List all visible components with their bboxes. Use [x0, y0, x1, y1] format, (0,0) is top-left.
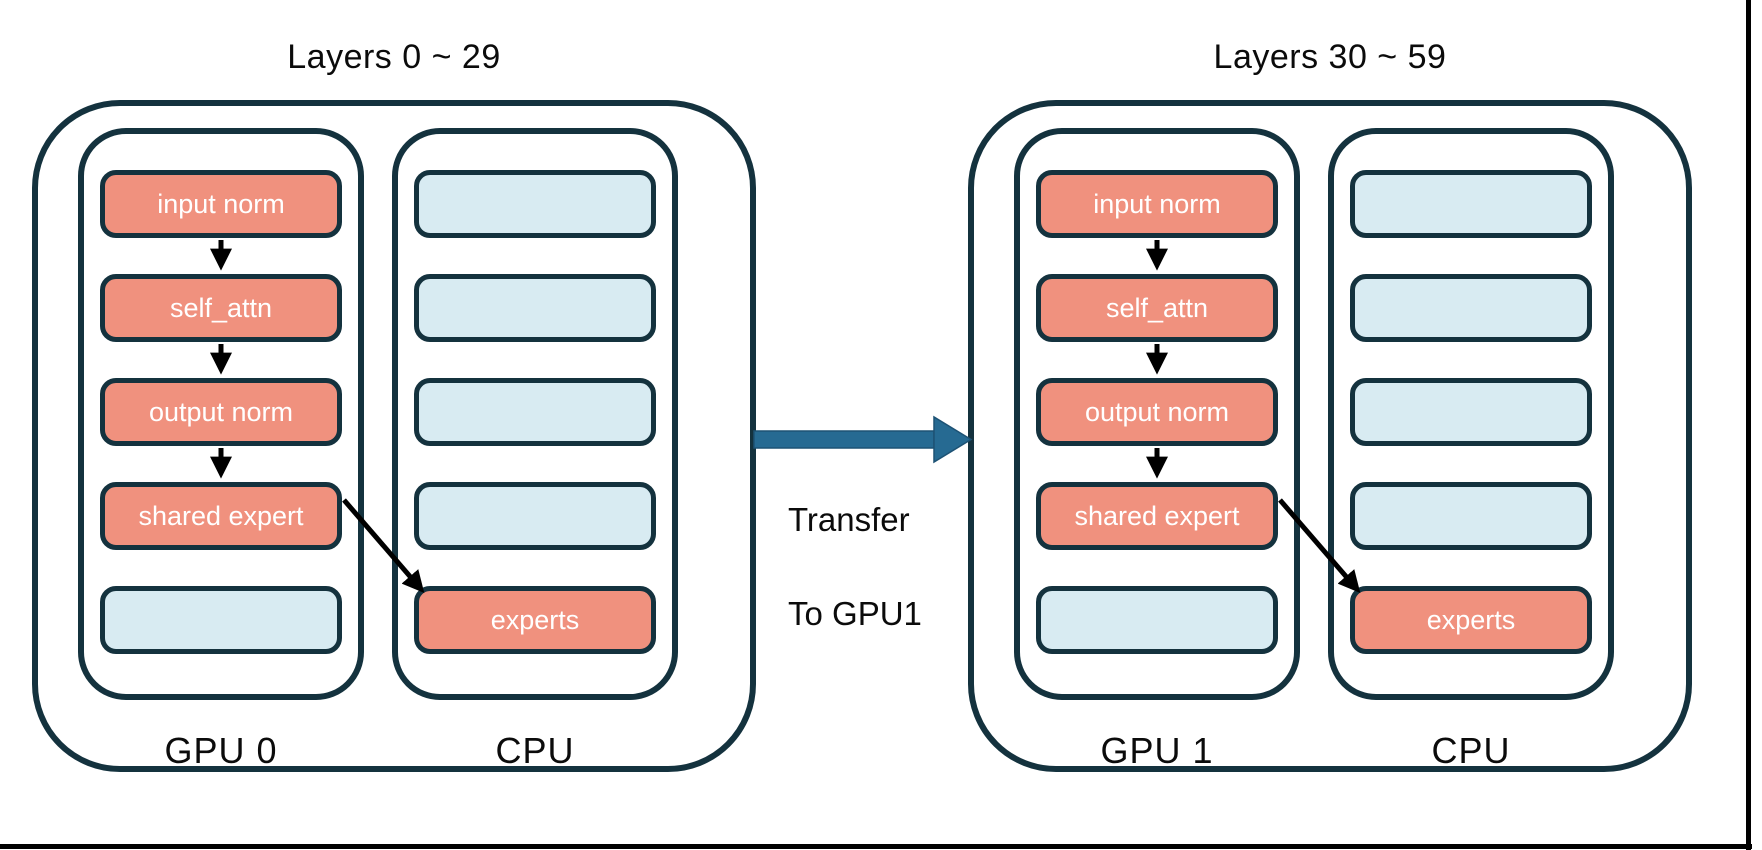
input-norm-box: input norm [1036, 170, 1278, 238]
empty-cpu-slot [1350, 170, 1592, 238]
cpu-label: CPU [495, 730, 575, 771]
canvas-right-edge [1746, 0, 1751, 850]
group-title: Layers 30 ~ 59 [1213, 38, 1447, 76]
pipeline-group-0: Layers 0 ~ 29 input norm self_attn outpu… [32, 38, 756, 818]
empty-cpu-slot [1350, 482, 1592, 550]
gpu-label: GPU 0 [164, 730, 278, 771]
experts-box: experts [414, 586, 656, 654]
shared-expert-box: shared expert [100, 482, 342, 550]
transfer-caption-line2: To GPU1 [788, 594, 922, 632]
self-attn-box: self_attn [100, 274, 342, 342]
empty-cpu-slot [414, 482, 656, 550]
self-attn-box: self_attn [1036, 274, 1278, 342]
empty-cpu-slot [414, 274, 656, 342]
output-norm-box: output norm [100, 378, 342, 446]
input-norm-box: input norm [100, 170, 342, 238]
gpu-label: GPU 1 [1100, 730, 1214, 771]
empty-gpu-slot [100, 586, 342, 654]
empty-cpu-slot [1350, 274, 1592, 342]
group-title: Layers 0 ~ 29 [287, 38, 501, 76]
cpu-label: CPU [1431, 730, 1511, 771]
shared-expert-box: shared expert [1036, 482, 1278, 550]
transfer-caption-line1: Transfer [788, 500, 910, 538]
canvas-bottom-edge [0, 844, 1752, 849]
empty-gpu-slot [1036, 586, 1278, 654]
output-norm-box: output norm [1036, 378, 1278, 446]
pipeline-group-1: Layers 30 ~ 59 input norm self_attn outp… [968, 38, 1692, 818]
empty-cpu-slot [414, 170, 656, 238]
transfer-caption: Transfer To GPU1 [788, 450, 922, 637]
empty-cpu-slot [414, 378, 656, 446]
experts-box: experts [1350, 586, 1592, 654]
empty-cpu-slot [1350, 378, 1592, 446]
